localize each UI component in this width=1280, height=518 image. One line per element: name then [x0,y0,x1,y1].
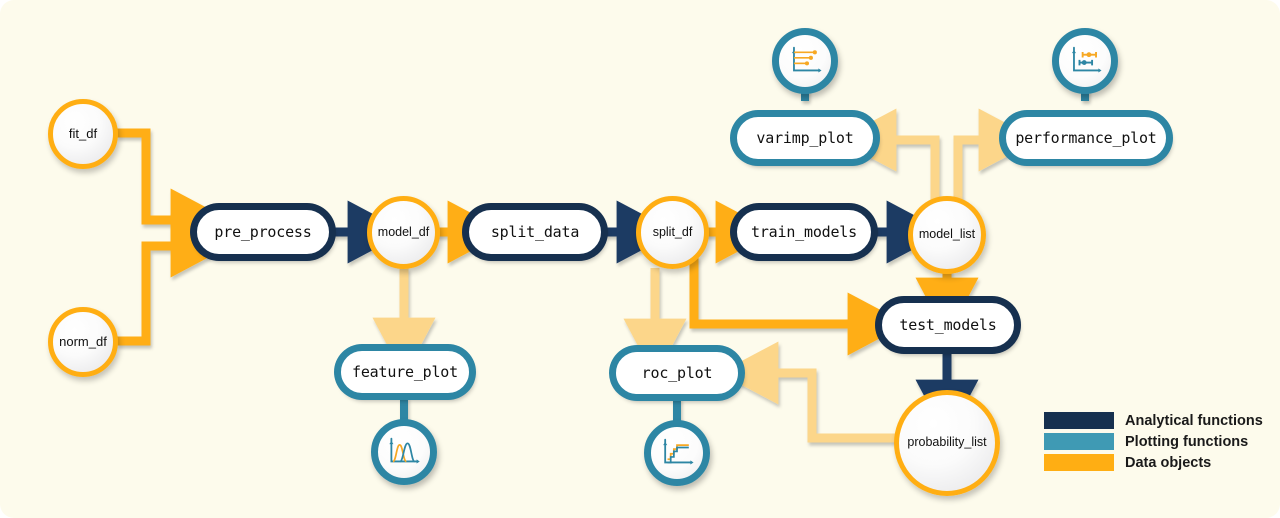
node-split_df[interactable]: split_df [636,196,709,269]
legend-item-plotting: Plotting functions [1044,433,1263,450]
legend-swatch-plotting [1044,433,1114,450]
node-pre_process-label: pre_process [214,223,312,241]
legend: Analytical functions Plotting functions … [1044,412,1263,471]
legend-label-data: Data objects [1125,454,1212,471]
node-model_df[interactable]: model_df [367,196,440,269]
legend-item-data: Data objects [1044,454,1263,471]
node-varimp_plot-label: varimp_plot [756,129,854,147]
node-fit_df-label: fit_df [68,125,98,141]
node-model_list[interactable]: model_list [908,196,986,274]
node-performance_plot-label: performance_plot [1015,129,1157,147]
node-norm_df[interactable]: norm_df [48,307,118,377]
lollipop-chart-icon [772,28,838,94]
edge-norm_df-pre_process [117,214,230,346]
error-bars-icon [1052,28,1118,94]
node-roc_plot[interactable]: roc_plot [612,348,742,398]
node-roc_plot-label: roc_plot [641,364,713,382]
legend-label-analytical: Analytical functions [1125,412,1263,429]
node-probability_list-label: probability_list [907,435,987,449]
node-split_data[interactable]: split_data [465,206,605,258]
edge-model_list-varimp_plot [837,108,940,200]
edge-probability_list-roc_plot [719,341,898,443]
node-varimp_plot[interactable]: varimp_plot [733,113,877,163]
node-test_models-label: test_models [899,316,997,334]
node-test_models[interactable]: test_models [878,299,1018,351]
edge-fit_df-pre_process [117,128,230,252]
legend-label-plotting: Plotting functions [1125,433,1249,450]
node-norm_df-label: norm_df [59,333,107,349]
legend-swatch-analytical [1044,412,1114,429]
node-split_df-label: split_df [652,224,693,239]
node-model_df-label: model_df [377,224,430,239]
node-model_list-label: model_list [918,227,976,241]
edge-model_list-performance_plot [953,108,1038,200]
node-split_data-label: split_data [490,223,580,241]
density-curves-icon [371,419,437,485]
legend-item-analytical: Analytical functions [1044,412,1263,429]
node-probability_list[interactable]: probability_list [894,390,1000,496]
roc-step-curve-icon [644,420,710,486]
node-feature_plot-label: feature_plot [352,363,458,381]
node-train_models[interactable]: train_models [733,206,875,258]
node-fit_df[interactable]: fit_df [48,99,118,169]
edge-split_df-test_models [689,257,907,356]
node-pre_process[interactable]: pre_process [193,206,333,258]
node-feature_plot[interactable]: feature_plot [337,347,473,397]
node-train_models-label: train_models [751,223,857,241]
node-performance_plot[interactable]: performance_plot [1002,113,1170,163]
legend-swatch-data [1044,454,1114,471]
